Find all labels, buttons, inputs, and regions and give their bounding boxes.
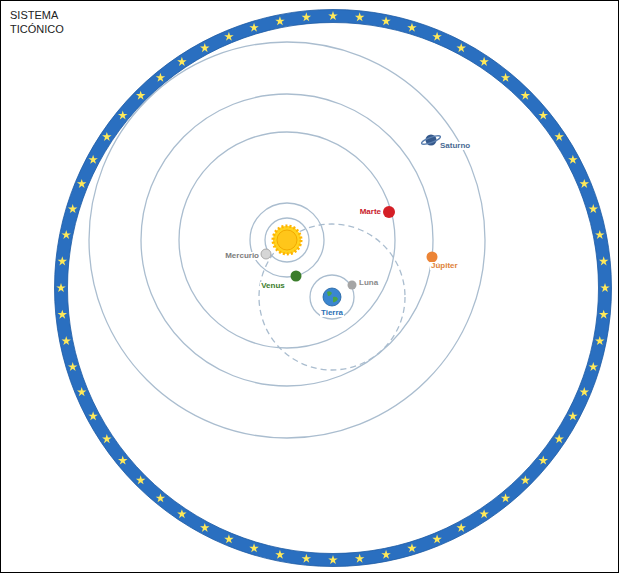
star: [58, 310, 68, 319]
mars-orbit: [179, 132, 395, 348]
star: [177, 57, 187, 66]
venus-orbit: [250, 203, 324, 277]
mercury-label: Mercurio: [224, 252, 260, 261]
orbits: [89, 42, 485, 438]
star: [328, 555, 338, 564]
star: [156, 493, 166, 502]
star: [479, 57, 489, 66]
star: [61, 230, 71, 239]
star: [554, 132, 564, 141]
star: [381, 550, 391, 559]
moon-orbit: [310, 275, 354, 319]
venus-label: Venus: [260, 282, 286, 291]
star-sphere-edge: [68, 23, 599, 554]
star: [275, 16, 285, 25]
star: [381, 16, 391, 25]
star: [407, 543, 417, 552]
stars: [56, 11, 610, 564]
star: [224, 534, 234, 543]
sun-rays: [273, 226, 301, 254]
venus-dot: [291, 271, 302, 282]
mars-label: Marte: [359, 208, 382, 217]
sun-orbit: [259, 224, 405, 370]
star: [118, 110, 128, 119]
star: [275, 550, 285, 559]
jupiter-orbit: [141, 94, 433, 386]
star: [88, 155, 98, 164]
star: [58, 256, 68, 265]
diagram-title: SISTEMA TICÓNICO: [10, 8, 84, 37]
star: [136, 475, 146, 484]
saturn-orbit: [89, 42, 485, 438]
jupiter-label: Júpiter: [430, 262, 459, 271]
star: [177, 509, 187, 518]
star: [432, 534, 442, 543]
star: [521, 91, 531, 100]
star: [77, 179, 87, 188]
star: [599, 256, 609, 265]
star: [568, 411, 578, 420]
star: [200, 523, 210, 532]
star: [456, 43, 466, 52]
mercury-dot: [261, 249, 271, 259]
star: [200, 43, 210, 52]
star: [539, 456, 549, 465]
earth-disc: [323, 288, 341, 306]
star: [595, 336, 605, 345]
star: [599, 310, 609, 319]
star: [521, 475, 531, 484]
moon-dot: [348, 281, 357, 290]
star: [302, 12, 312, 21]
star: [600, 283, 610, 292]
sun: [273, 226, 301, 254]
star: [456, 523, 466, 532]
mars-dot: [383, 206, 395, 218]
star: [479, 509, 489, 518]
star: [249, 23, 259, 32]
earth-label: Tierra: [320, 309, 344, 318]
saturn-label: Saturno: [439, 142, 471, 151]
moon-label: Luna: [358, 279, 379, 288]
star: [539, 110, 549, 119]
star: [102, 434, 112, 443]
star: [302, 554, 312, 563]
star: [580, 179, 590, 188]
star: [407, 23, 417, 32]
star: [118, 456, 128, 465]
sun-disc: [277, 230, 297, 250]
star: [580, 387, 590, 396]
star: [355, 554, 365, 563]
star: [56, 283, 66, 292]
star: [77, 387, 87, 396]
star: [61, 336, 71, 345]
star: [136, 91, 146, 100]
star-sphere: [61, 16, 605, 560]
star: [501, 73, 511, 82]
star: [156, 73, 166, 82]
star: [355, 12, 365, 21]
star: [589, 204, 599, 213]
star: [68, 204, 78, 213]
star: [554, 434, 564, 443]
star: [328, 11, 338, 20]
star-sphere-edge: [55, 10, 612, 567]
star: [68, 362, 78, 371]
star: [88, 411, 98, 420]
star: [224, 32, 234, 41]
star: [102, 132, 112, 141]
star: [595, 230, 605, 239]
star: [501, 493, 511, 502]
star: [432, 32, 442, 41]
earth-land: [327, 291, 338, 302]
earth-icon: [323, 288, 341, 306]
star: [589, 362, 599, 371]
star: [249, 543, 259, 552]
star: [568, 155, 578, 164]
